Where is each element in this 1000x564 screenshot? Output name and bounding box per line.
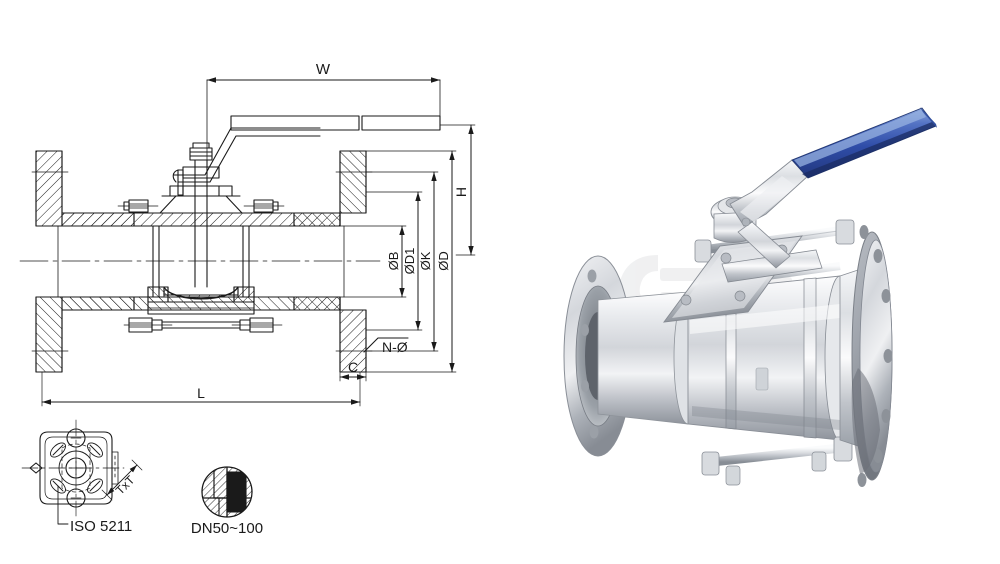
dimension-diameter-K: ØK <box>365 171 439 352</box>
dimension-diameter-D1: ØD1 <box>365 191 423 331</box>
dimension-H: H <box>439 124 476 256</box>
dimension-H-label: H <box>453 187 469 197</box>
photo-right-flange <box>839 225 893 487</box>
dimension-diameter-D: ØD <box>365 150 457 373</box>
dimension-L: L <box>41 371 361 407</box>
body-bolts-lower <box>123 317 283 333</box>
body-bolts-upper <box>117 199 285 213</box>
photo-lever-handle[interactable] <box>791 107 937 179</box>
right-flange <box>293 150 373 373</box>
dimension-D-label: ØD <box>436 251 451 271</box>
product-photo-svg <box>563 107 937 487</box>
iso5211-pad-detail: TxT ISO 5211 <box>21 419 143 535</box>
dimension-K-label: ØK <box>418 251 433 270</box>
dimension-C-label: C <box>348 359 358 375</box>
drawing-svg: W <box>19 61 476 537</box>
iso5211-txt-label: TxT <box>113 472 138 497</box>
dimension-D1-label: ØD1 <box>402 248 417 275</box>
dn-section-caption: DN50~100 <box>191 520 263 537</box>
photo-handle-neck <box>729 159 809 269</box>
product-photo-pane: Stainless steel 3-piece flanged ball val… <box>540 0 1000 564</box>
dimension-N-label: N-Ø <box>382 339 408 355</box>
dimension-C: C <box>339 359 367 382</box>
dimension-W: W <box>206 61 441 201</box>
dimension-diameter-B: ØB <box>339 225 407 298</box>
dimension-L-label: L <box>197 385 205 401</box>
ball-and-seats <box>147 212 255 315</box>
stem-assembly <box>159 142 243 214</box>
iso5211-txt-dimension: TxT <box>101 459 143 501</box>
technical-drawing-pane: W <box>19 61 476 537</box>
left-flange <box>31 150 135 373</box>
dimension-W-label: W <box>316 61 331 78</box>
iso5211-caption: ISO 5211 <box>70 518 132 535</box>
dn-section-detail: DN50~100 <box>191 466 263 537</box>
dimension-N-hole: N-Ø <box>363 337 409 355</box>
lever-handle-outline <box>173 115 441 183</box>
dimension-B-label: ØB <box>386 252 401 271</box>
photo-lower-bolts <box>725 451 827 486</box>
